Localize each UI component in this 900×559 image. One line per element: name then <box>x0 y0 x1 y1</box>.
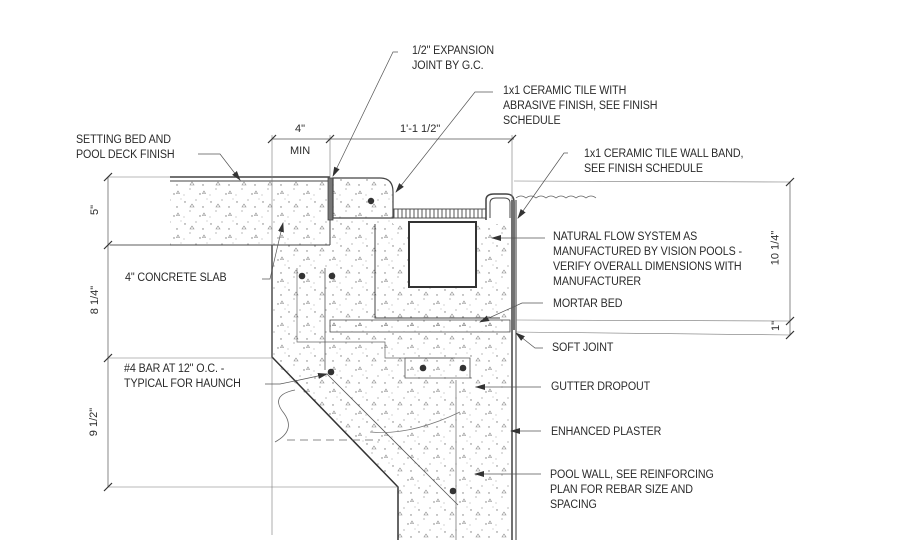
dim-mid-depth: 8 1/4" <box>89 285 102 315</box>
dim-slab-depth: 5" <box>89 204 102 216</box>
callout-pool-wall: POOL WALL, SEE REINFORCING PLAN FOR REBA… <box>550 469 714 511</box>
pool-wall <box>272 245 510 540</box>
callout-enhanced-plaster: ENHANCED PLASTER <box>551 426 662 438</box>
dim-haunch-depth: 9 1/2" <box>88 407 101 437</box>
rebar-dots <box>298 272 467 495</box>
callout-setting-bed: SETTING BED AND POOL DECK FINISH <box>76 134 175 161</box>
coping-beam <box>332 177 394 219</box>
callout-expansion-joint: 1/2" EXPANSION JOINT BY G.C. <box>412 45 494 72</box>
dim-bed-height: 1" <box>770 320 783 332</box>
water-line <box>515 195 597 199</box>
callout-concrete-slab: 4" CONCRETE SLAB <box>125 272 227 284</box>
dim-4in: 4" <box>295 123 306 135</box>
mortar-bed <box>329 319 511 333</box>
break-line <box>274 389 296 443</box>
callout-gutter-dropout: GUTTER DROPOUT <box>551 381 651 393</box>
callout-natural-flow: NATURAL FLOW SYSTEM AS MANUFACTURED BY V… <box>553 231 742 288</box>
callout-ceramic-tile: 1x1 CERAMIC TILE WITH ABRASIVE FINISH, S… <box>503 85 658 127</box>
dim-min-label: MIN <box>290 145 311 157</box>
callout-wall-band: 1x1 CERAMIC TILE WALL BAND, SEE FINISH S… <box>584 148 744 175</box>
deck-finish <box>170 176 330 182</box>
expansion-joint <box>327 177 334 221</box>
gutter-channel <box>408 221 477 288</box>
dim-gutter-height: 10 1/4" <box>769 230 782 266</box>
leader-lines <box>198 51 568 477</box>
concrete-slab <box>170 181 328 245</box>
callout-mortar-bed: MORTAR BED <box>553 298 623 310</box>
tile-grate <box>393 208 487 219</box>
dim-gutter-width: 1'-1 1/2" <box>400 123 441 135</box>
callout-soft-joint: SOFT JOINT <box>552 342 614 354</box>
callout-rebar: #4 BAR AT 12" O.C. - TYPICAL FOR HAUNCH <box>124 363 241 390</box>
wall-band-lip <box>485 193 515 330</box>
